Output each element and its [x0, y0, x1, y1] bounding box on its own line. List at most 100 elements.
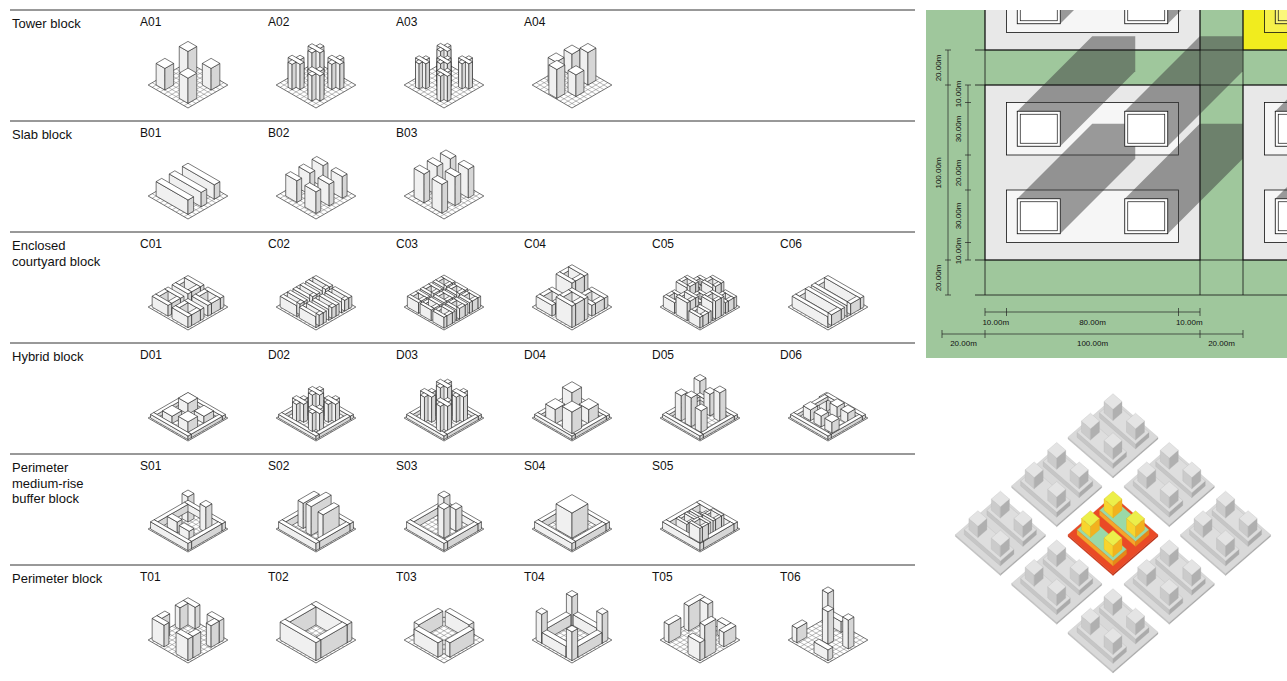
building-roof — [331, 168, 347, 177]
dimension-label: 20.00m — [1208, 339, 1235, 348]
ground-grid — [404, 617, 484, 663]
type-code: T03 — [396, 570, 417, 584]
type-code-holder: C02 — [268, 237, 290, 251]
row-header: Slab block — [12, 127, 120, 143]
building-roof — [154, 502, 188, 522]
type-code-holder: T01 — [140, 570, 161, 584]
type-code-holder: B01 — [140, 126, 161, 140]
building-roof — [1217, 491, 1235, 507]
ground-grid — [148, 62, 228, 108]
building-roof — [1138, 559, 1156, 575]
building-roof — [1190, 518, 1240, 561]
type-code: T06 — [780, 570, 801, 584]
building-side — [663, 414, 700, 439]
building-roof — [847, 296, 860, 304]
building-roof — [1183, 559, 1201, 575]
building-roof — [297, 300, 304, 304]
type-code: D04 — [524, 348, 546, 362]
dimension-line — [942, 330, 943, 338]
building-roof — [1048, 442, 1066, 458]
dimension-line — [965, 242, 971, 243]
building-roof — [562, 401, 581, 412]
building-roof — [200, 500, 212, 507]
building-roof — [695, 404, 707, 411]
building-roof — [441, 304, 455, 312]
building-roof — [1077, 518, 1127, 561]
building-side — [455, 174, 461, 206]
block-typology-thumbnail — [148, 598, 228, 663]
building-side — [602, 611, 608, 643]
dimension-line — [1178, 308, 1179, 316]
dimension-label: 20.00m — [954, 159, 963, 186]
building-roof — [308, 71, 316, 76]
building-roof — [803, 402, 817, 410]
building-roof — [579, 399, 598, 410]
row-rule — [10, 454, 915, 455]
row-rule — [10, 343, 915, 344]
building-side — [219, 618, 224, 642]
block-typology-thumbnail — [404, 150, 484, 219]
building-roof — [843, 614, 854, 620]
row-header: Tower block — [12, 16, 120, 32]
type-code: D02 — [268, 348, 290, 362]
block-typology-thumbnail — [276, 44, 356, 108]
ground-grid — [660, 506, 740, 552]
building-roof — [416, 60, 423, 64]
building-roof — [175, 600, 188, 607]
building-roof — [566, 625, 577, 631]
dimension-line — [965, 260, 971, 261]
building-side — [188, 636, 193, 660]
ground-grid — [532, 62, 612, 108]
ground-grid — [404, 62, 484, 108]
building-side — [312, 412, 316, 432]
building-side — [308, 74, 312, 102]
building-roof — [1081, 413, 1099, 429]
building-side — [726, 301, 729, 313]
building-side — [300, 62, 304, 90]
plan-ground — [926, 10, 1287, 358]
building-roof — [830, 399, 844, 407]
type-code: A02 — [268, 15, 289, 29]
block-typology-thumbnail — [404, 608, 484, 663]
dimension-label-holder: 100.00m — [934, 157, 943, 188]
type-code: S04 — [524, 459, 545, 473]
building-side — [720, 389, 726, 421]
type-code-holder: B02 — [268, 126, 289, 140]
building-roof — [342, 296, 349, 300]
building-roof — [1077, 421, 1127, 464]
type-code: T04 — [524, 570, 545, 584]
building-roof — [438, 491, 450, 498]
building-roof — [316, 522, 350, 542]
building-side — [685, 394, 691, 426]
building-roof — [152, 294, 172, 305]
building-side — [424, 395, 428, 422]
building-roof — [991, 530, 1009, 546]
road-edge — [975, 295, 1287, 296]
ground-grid — [532, 395, 612, 441]
type-code-holder: T06 — [780, 570, 801, 584]
building-side — [700, 527, 702, 543]
building-roof — [792, 620, 807, 629]
building-side — [340, 62, 344, 90]
type-code-holder: S04 — [524, 459, 545, 473]
building-side — [444, 316, 447, 328]
building-side — [416, 62, 420, 89]
building-side — [324, 402, 328, 422]
building-roof — [1021, 567, 1071, 610]
building-side — [320, 74, 324, 102]
ground-grid — [532, 284, 612, 330]
building-roof — [685, 391, 697, 398]
building-roof — [407, 295, 421, 303]
tower-outline — [1128, 114, 1165, 143]
building-roof — [1183, 462, 1201, 478]
building-roof — [318, 503, 339, 515]
building-roof — [700, 616, 716, 625]
building-roof — [421, 393, 429, 397]
block-typology-thumbnail — [532, 43, 612, 108]
dimension-line — [945, 85, 951, 86]
type-code-holder: A04 — [524, 15, 545, 29]
building-roof — [156, 178, 193, 200]
building-side — [664, 622, 669, 643]
dimension-label-holder: 100.00m — [1077, 339, 1108, 348]
building-side — [663, 522, 700, 551]
